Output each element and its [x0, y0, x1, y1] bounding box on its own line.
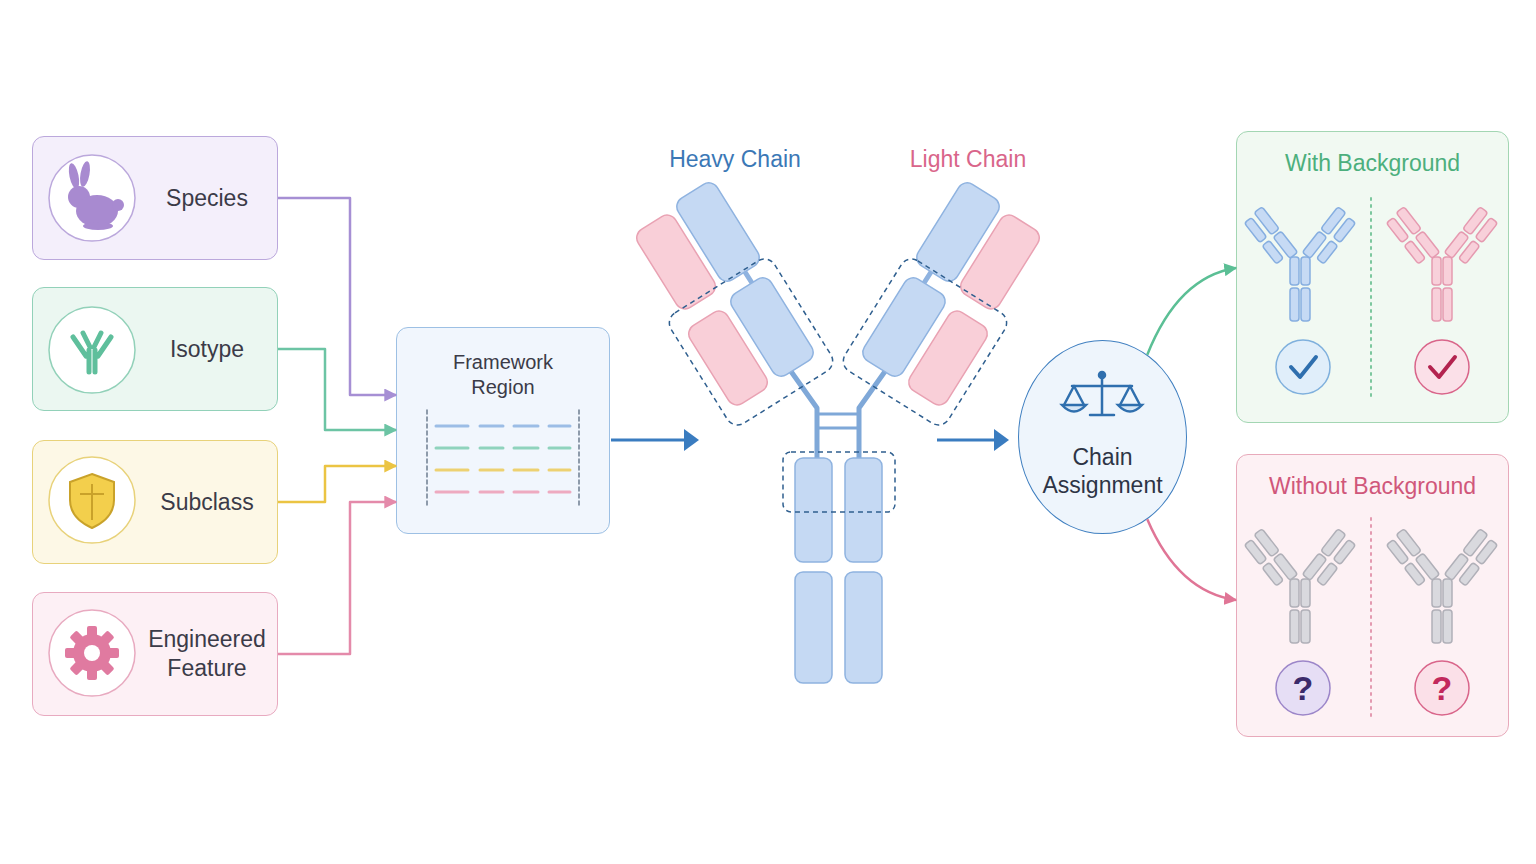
flow-arrow-part — [684, 429, 699, 451]
antibody-illustration-part-part — [795, 458, 832, 562]
antibody-illustration-part — [633, 211, 1043, 408]
antibody-illustration-part — [673, 179, 1003, 683]
connector-arrow — [278, 198, 396, 395]
antibody-illustration-part-part — [633, 211, 719, 312]
antibody-illustration-part-part — [727, 274, 817, 380]
chain-label: Light Chain — [870, 143, 1066, 175]
unknown-mark: ? — [1283, 666, 1323, 710]
flow-arrow-part — [937, 439, 998, 442]
antibody-illustration-part-part — [673, 179, 763, 285]
antibody-illustration-part-part — [957, 211, 1043, 312]
connector-arrow — [1147, 268, 1236, 355]
process-box: Framework Region — [396, 327, 610, 534]
connector-arrow — [1147, 519, 1236, 600]
antibody-illustration-part-part — [913, 179, 1003, 285]
antibody-illustration-part-part — [665, 255, 837, 430]
antibody-illustration-part-part — [845, 458, 882, 562]
antibody-illustration-part-part — [685, 307, 771, 408]
node-title: Isotype — [144, 335, 270, 364]
decision-circle: Chain Assignment — [1018, 340, 1187, 534]
connector-arrow — [278, 502, 396, 654]
antibody-illustration-part-part — [795, 572, 832, 683]
antibody-illustration-part — [817, 414, 859, 428]
node-title: Framework Region — [428, 350, 578, 400]
node-title: Species — [144, 184, 270, 213]
connector-arrow — [278, 466, 396, 502]
antibody-illustration-part — [745, 272, 931, 283]
unknown-mark: ? — [1422, 666, 1462, 710]
antibody-illustration — [633, 179, 1043, 683]
input-box: Isotype — [32, 287, 278, 411]
result-panel: Without Background — [1236, 454, 1509, 737]
node-title: With Background — [1248, 150, 1498, 177]
input-box: Species — [32, 136, 278, 260]
antibody-illustration-part — [790, 370, 886, 460]
input-box: Engineered Feature — [32, 592, 278, 716]
flow-arrow-part — [994, 429, 1009, 451]
node-title: Subclass — [144, 488, 270, 517]
node-title: Without Background — [1248, 473, 1498, 500]
antibody-illustration-part-part — [783, 452, 895, 512]
antibody-illustration-part-part — [859, 274, 949, 380]
flow-arrow — [611, 429, 1009, 451]
chain-label: Heavy Chain — [640, 143, 830, 175]
result-panel: With Background — [1236, 131, 1509, 423]
antibody-illustration-part — [665, 255, 1011, 512]
connector-arrow — [278, 349, 396, 430]
node-title: Chain Assignment — [1033, 443, 1173, 499]
antibody-illustration-part-part — [839, 255, 1011, 430]
antibody-illustration-part-part — [845, 572, 882, 683]
antibody-illustration-part-part — [905, 307, 991, 408]
flow-arrow-part — [611, 439, 688, 442]
node-title: Engineered Feature — [144, 625, 270, 683]
input-box: Subclass — [32, 440, 278, 564]
